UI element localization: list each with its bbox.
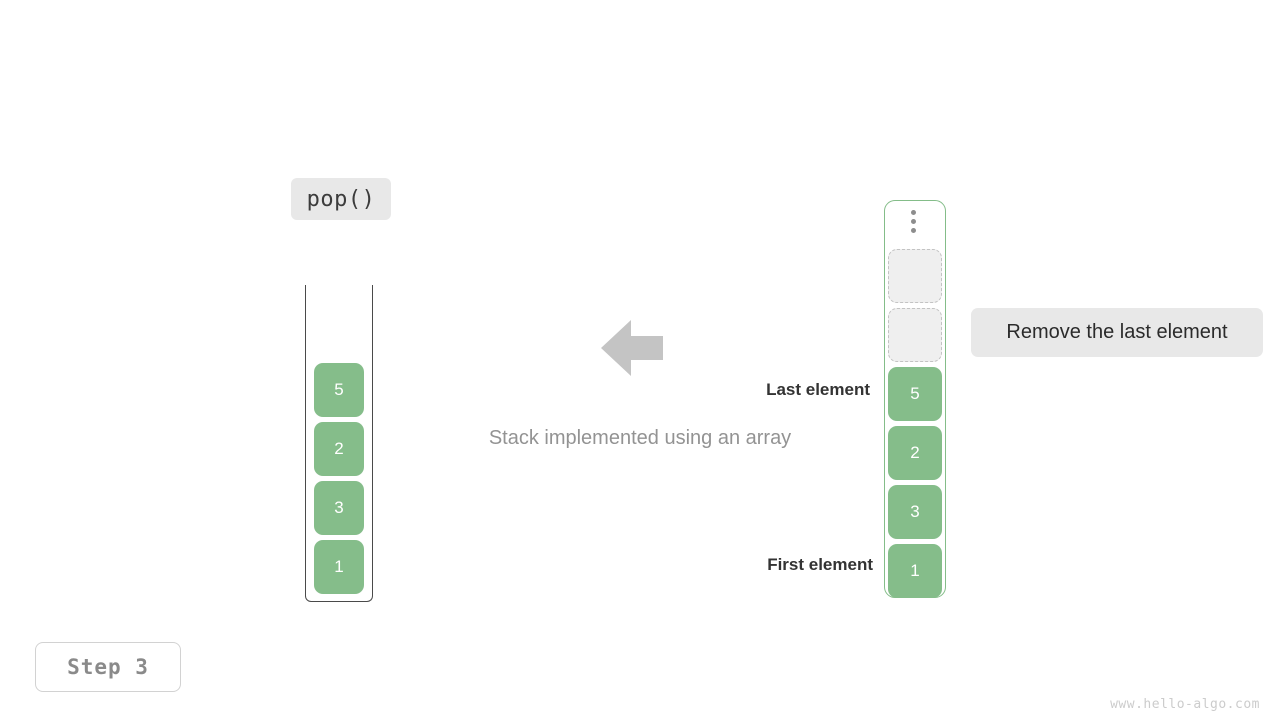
stack-element: 2 [314, 422, 364, 476]
annotation-last-element: Last element [766, 380, 870, 399]
stack-element: 1 [314, 540, 364, 594]
array-slot-empty [888, 249, 942, 303]
step-badge: Step 3 [35, 642, 181, 692]
array-slot-filled: 3 [888, 485, 942, 539]
stack-element: 3 [314, 481, 364, 535]
array-slot-filled: 1 [888, 544, 942, 598]
ellipsis-dot [910, 210, 916, 215]
array-slot-filled: 5 [888, 367, 942, 421]
annotation-first-element: First element [767, 555, 873, 574]
ellipsis-dot [910, 219, 916, 224]
array-slot-filled: 2 [888, 426, 942, 480]
array-slot-empty [888, 308, 942, 362]
stack-element: 5 [314, 363, 364, 417]
stack-element-column: 5 2 3 1 [314, 363, 364, 594]
left-arrow-icon [601, 318, 663, 378]
operation-label-chip: pop() [291, 178, 391, 220]
diagram-caption: Stack implemented using an array [488, 427, 792, 449]
watermark: www.hello-algo.com [1110, 697, 1260, 712]
stack-tube-container [305, 285, 373, 602]
callout-remove-last-element: Remove the last element [971, 308, 1263, 357]
ellipsis-dot [910, 228, 916, 233]
vertical-ellipsis-icon [909, 210, 917, 233]
array-slot-column: 5 2 3 1 [888, 249, 942, 598]
